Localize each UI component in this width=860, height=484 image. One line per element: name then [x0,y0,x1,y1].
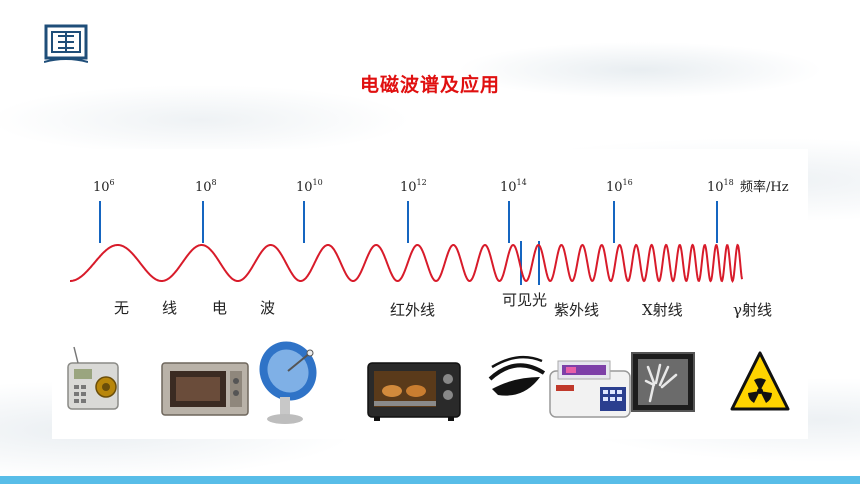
spectrum-panel: 106 108 1010 1012 1014 1016 [52,149,808,439]
svg-text:1018: 1018 [707,178,734,195]
satellite-dish-icon [259,341,317,424]
band-label-visible: 可见光 [502,291,547,309]
svg-text:1016: 1016 [606,178,633,195]
currency-detector-icon [549,360,631,418]
radiation-warning-icon [730,351,790,411]
slide-title: 电磁波谱及应用 [359,74,500,96]
spectrum-diagram: 106 108 1010 1012 1014 1016 [67,178,790,424]
band-label-gamma: γ射线 [733,301,772,319]
tick-1e14: 1014 [500,178,527,243]
svg-text:106: 106 [93,178,115,195]
tick-1e6: 106 [93,178,115,243]
logo-icon [43,22,89,64]
frequency-ticks: 106 108 1010 1012 1014 1016 [93,178,789,243]
band-label-ultraviolet: 紫外线 [554,301,599,319]
tick-1e12: 1012 [400,178,427,243]
band-label-radio-3: 电 [212,299,227,317]
band-label-xray: X射线 [642,301,683,319]
xray-hand-icon [631,352,695,412]
bottom-accent-bar [0,476,860,484]
svg-text:1014: 1014 [500,178,527,195]
svg-text:1010: 1010 [296,178,323,195]
tick-1e18: 1018 [707,178,734,243]
frequency-unit-label: 频率/Hz [740,179,789,195]
eye-icon [488,355,546,396]
band-label-radio-2: 线 [162,299,177,317]
tick-1e16: 1016 [606,178,633,243]
tick-1e10: 1010 [296,178,323,243]
band-label-radio-1: 无 [114,299,129,317]
band-label-radio-4: 波 [260,299,275,317]
svg-text:1012: 1012 [400,178,427,195]
toaster-oven-icon [367,362,461,421]
radio-icon [67,346,119,410]
microwave-oven-icon [161,362,249,416]
tick-1e8: 108 [195,178,217,243]
electromagnetic-wave [70,243,743,283]
band-label-infrared: 红外线 [390,301,435,319]
svg-text:108: 108 [195,178,217,195]
